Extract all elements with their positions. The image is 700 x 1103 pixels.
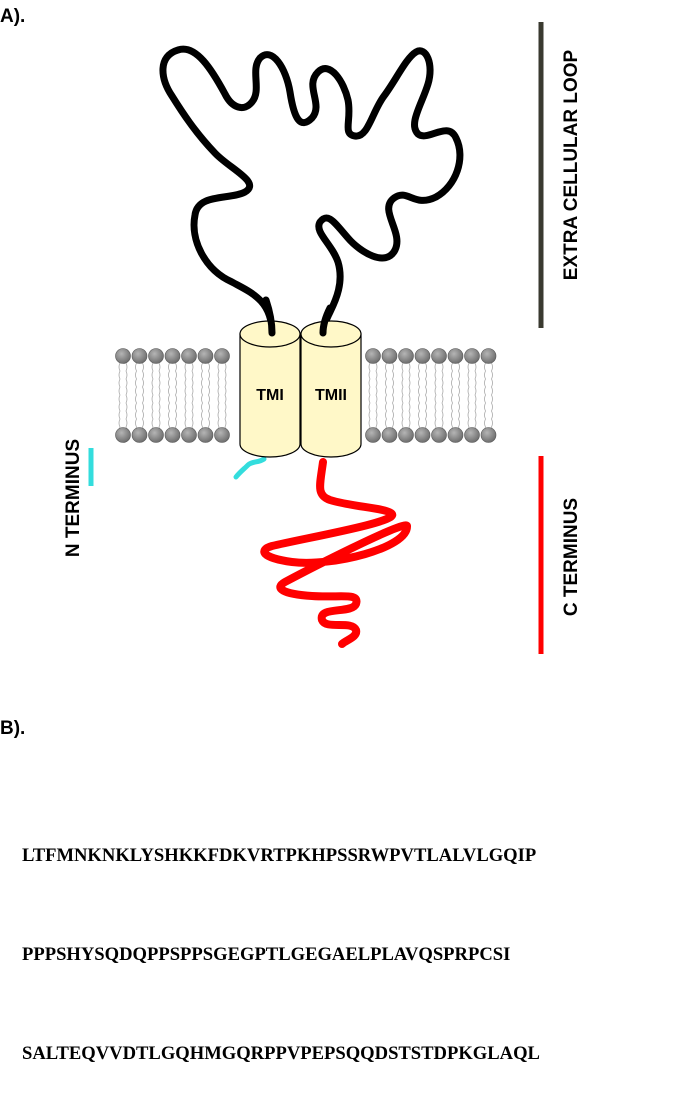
lipid-tail xyxy=(368,362,371,436)
helix-tmi: TMI xyxy=(239,320,301,458)
lipid-head xyxy=(381,348,398,364)
n-terminus-tail xyxy=(233,456,267,480)
lipid-tail xyxy=(385,362,387,436)
lipid-head xyxy=(197,348,214,364)
lipid-head xyxy=(131,427,148,443)
lipid-tail xyxy=(434,362,437,436)
lipid-tail xyxy=(168,362,170,436)
lipid-tail xyxy=(151,362,154,436)
lipid-head xyxy=(365,348,381,364)
lipid-tail xyxy=(142,362,144,436)
lipid-tail xyxy=(135,362,137,436)
lipid-tail xyxy=(441,362,444,436)
lipid-tail xyxy=(125,362,128,436)
lipid-head xyxy=(414,348,431,364)
lipid-head xyxy=(148,348,164,364)
lipid-head xyxy=(181,348,197,364)
lipid-tail xyxy=(158,362,161,436)
protein-sequence: LTFMNKNKLYSHKKFDKVRTPKHPSSRWPVTLALVLGQIP… xyxy=(22,773,540,1103)
lipid-tail xyxy=(375,362,378,436)
lipid-tail xyxy=(418,362,420,436)
lipid-head xyxy=(480,427,497,443)
lipid-tail xyxy=(201,362,203,436)
lipid-tail xyxy=(392,362,394,436)
loop-entry-tmii xyxy=(319,304,334,337)
sequence-line-3: SALTEQVVDTLGQHMGQRPPVPEPSQQDSTSTDPKGLAQL xyxy=(22,1043,540,1064)
extracellular-loop xyxy=(159,45,464,337)
lipid-tail xyxy=(408,362,411,436)
lipid-head xyxy=(414,427,431,443)
lipid-tail xyxy=(208,362,210,436)
lipid-head xyxy=(398,348,414,364)
lipid-head xyxy=(115,348,131,364)
lipid-head xyxy=(365,427,381,443)
lipid-tail xyxy=(118,362,121,436)
extracellular-loop-label: EXTRA CELLULAR LOOP xyxy=(561,49,582,280)
lipid-tail xyxy=(484,362,486,436)
lipid-head xyxy=(464,348,480,364)
lipid-tail xyxy=(191,362,194,436)
lipid-tail xyxy=(458,362,460,436)
c-terminus-tail xyxy=(260,458,411,648)
lipid-tail xyxy=(425,362,427,436)
panel-a-label: A). xyxy=(0,6,26,27)
lipid-head xyxy=(447,348,464,364)
lipid-tail xyxy=(224,362,227,436)
lipid-head xyxy=(197,427,214,443)
lipid-tail xyxy=(184,362,187,436)
lipid-tail xyxy=(474,362,477,436)
lipid-tail xyxy=(175,362,177,436)
lipid-head xyxy=(131,348,148,364)
lipid-head xyxy=(214,427,230,443)
sequence-line-1: LTFMNKNKLYSHKKFDKVRTPKHPSSRWPVTLALVLGQIP xyxy=(22,845,537,866)
lipid-head xyxy=(464,427,480,443)
helix-tmii-label: TMII xyxy=(315,387,347,404)
lipid-bilayer xyxy=(115,348,497,443)
lipid-head xyxy=(431,427,447,443)
lipid-head xyxy=(398,427,414,443)
lipid-head xyxy=(381,427,398,443)
lipid-head xyxy=(115,427,131,443)
loop-entry-tmi xyxy=(262,296,276,337)
lipid-head xyxy=(431,348,447,364)
lipid-tail xyxy=(491,362,493,436)
lipid-tail xyxy=(451,362,453,436)
helix-tmi-label: TMI xyxy=(256,387,284,404)
lipid-tail xyxy=(217,362,220,436)
n-terminus-label: N TERMINUS xyxy=(63,439,84,557)
lipid-head xyxy=(214,348,230,364)
panel-b-label: B). xyxy=(0,718,26,739)
lipid-head xyxy=(164,348,181,364)
c-terminus-label: C TERMINUS xyxy=(561,498,582,616)
lipid-head xyxy=(164,427,181,443)
membrane-topology-diagram: TMI TMII EXTRA CELLULAR LOOP N TERMINUS … xyxy=(63,22,582,654)
lipid-head xyxy=(148,427,164,443)
lipid-head xyxy=(480,348,497,364)
sequence-line-2: PPPSHYSQDQPPSPPSGEGPTLGEGAELPLAVQSPRPCSI xyxy=(22,944,511,965)
helix-tmii: TMII xyxy=(300,320,362,458)
lipid-tail xyxy=(401,362,404,436)
lipid-head xyxy=(447,427,464,443)
lipid-head xyxy=(181,427,197,443)
lipid-tail xyxy=(467,362,470,436)
